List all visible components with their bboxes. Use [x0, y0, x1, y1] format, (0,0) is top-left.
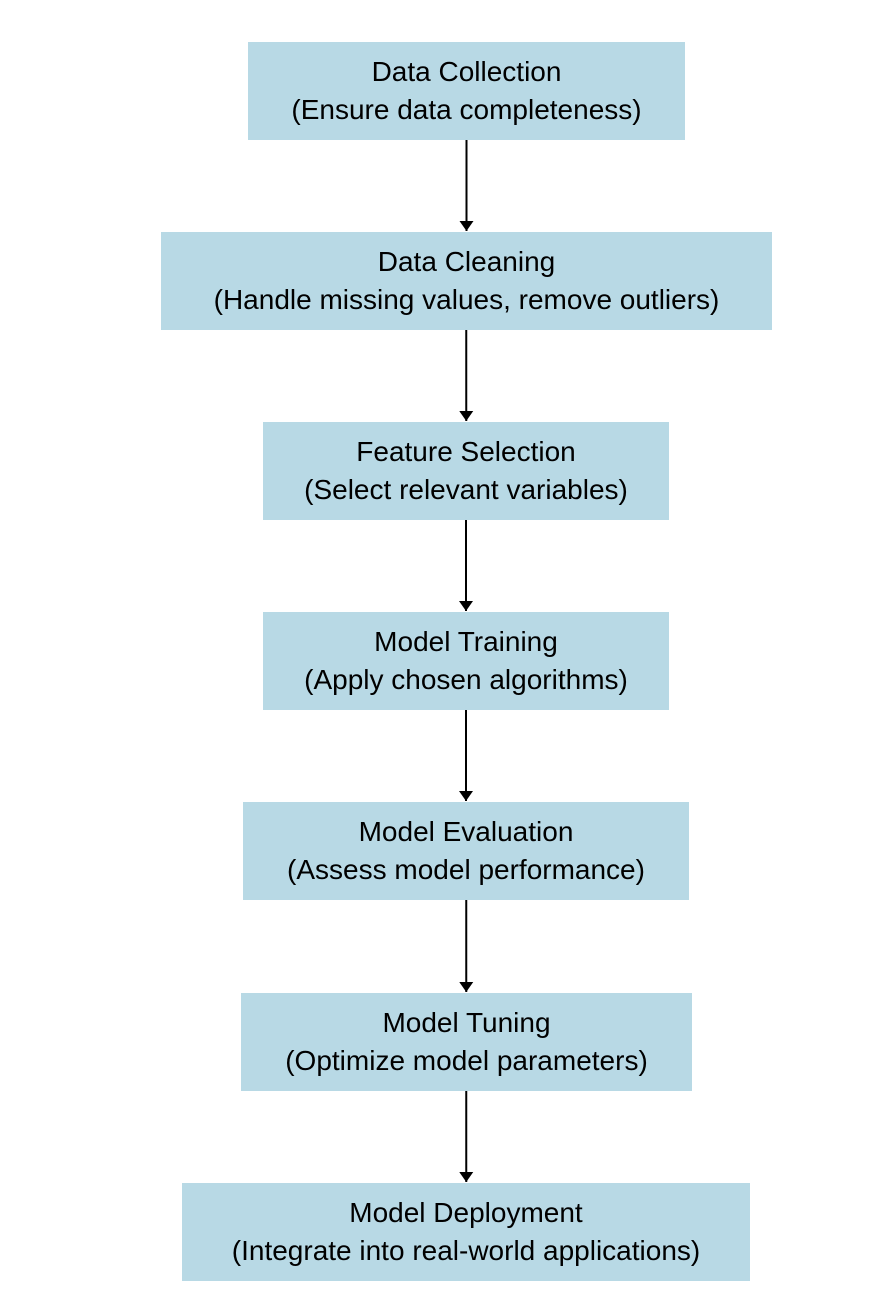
node-feature-selection: Feature Selection (Select relevant varia… [263, 422, 669, 520]
node-model-evaluation: Model Evaluation (Assess model performan… [243, 802, 689, 900]
node-title: Model Tuning [382, 1007, 551, 1038]
node-title: Data Cleaning [377, 246, 556, 277]
node-subtitle: (Apply chosen algorithms) [304, 664, 628, 695]
node-subtitle: (Ensure data completeness) [291, 94, 642, 125]
node-model-deployment: Model Deployment (Integrate into real-wo… [182, 1183, 750, 1281]
node-subtitle: (Handle missing values, remove outliers) [213, 284, 720, 315]
node-model-tuning: Model Tuning (Optimize model parameters) [241, 993, 692, 1091]
node-subtitle: (Optimize model parameters) [285, 1045, 648, 1076]
node-title: Model Evaluation [358, 816, 574, 847]
node-data-cleaning: Data Cleaning (Handle missing values, re… [161, 232, 772, 330]
node-subtitle: (Integrate into real-world applications) [231, 1235, 701, 1266]
node-title: Data Collection [371, 56, 562, 87]
node-subtitle: (Select relevant variables) [304, 474, 628, 505]
node-title: Model Deployment [349, 1197, 583, 1228]
node-subtitle: (Assess model performance) [287, 854, 645, 885]
node-data-collection: Data Collection (Ensure data completenes… [248, 42, 685, 140]
node-title: Model Training [374, 626, 558, 657]
node-model-training: Model Training (Apply chosen algorithms) [263, 612, 669, 710]
node-title: Feature Selection [356, 436, 576, 467]
